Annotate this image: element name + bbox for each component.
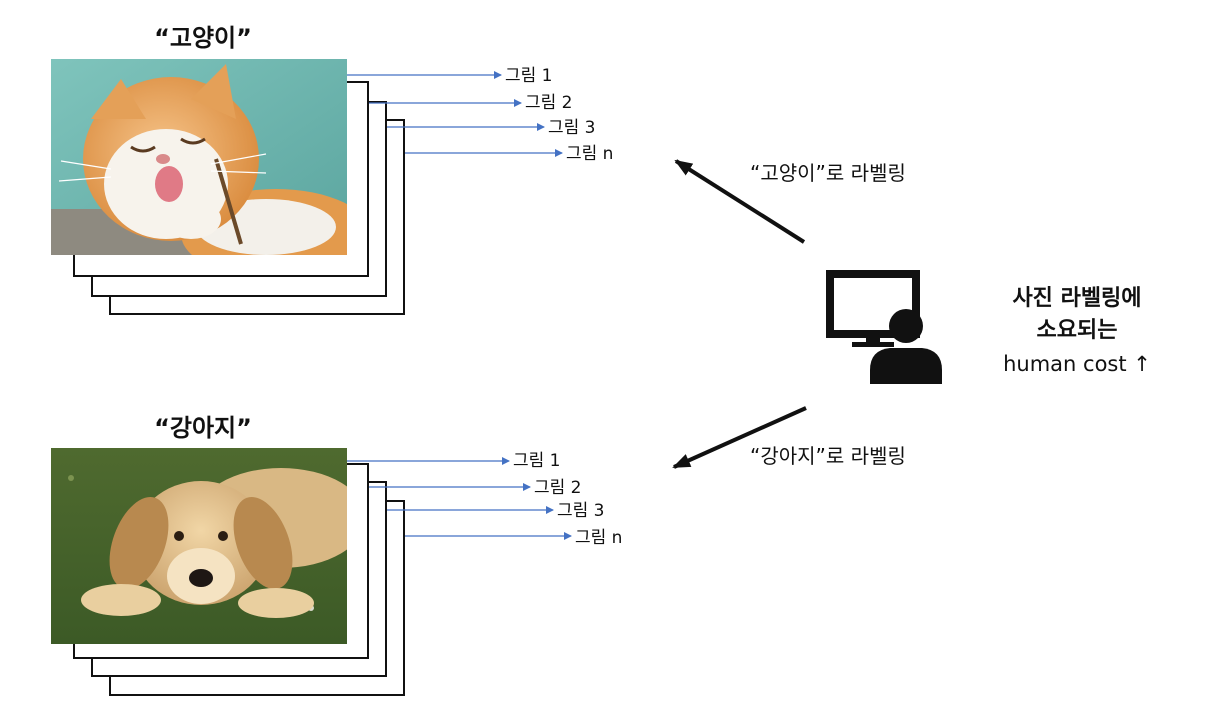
dog-image-label-3: 그림 3 bbox=[557, 501, 605, 521]
dog-photo bbox=[51, 448, 347, 644]
cat-image-label-2: 그림 2 bbox=[525, 93, 573, 113]
dog-image-label-1: 그림 1 bbox=[513, 451, 561, 471]
human-cost-line-2: 소요되는 bbox=[1036, 318, 1118, 343]
cat-image-label-1: 그림 1 bbox=[505, 66, 553, 86]
cat-labeling-arrow bbox=[674, 159, 806, 244]
human-cost-note: 사진 라벨링에 소요되는 human cost ↑ bbox=[1003, 283, 1151, 381]
dog-labeling-caption: “강아지”로 라벨링 bbox=[750, 444, 906, 468]
cat-image-label-n: 그림 n bbox=[566, 144, 614, 164]
cat-photo bbox=[51, 59, 347, 255]
person-at-computer-icon bbox=[826, 270, 942, 384]
dog-group-title: “강아지” bbox=[154, 414, 252, 442]
human-cost-line-3: human cost ↑ bbox=[1003, 352, 1151, 376]
dog-image-label-2: 그림 2 bbox=[534, 478, 582, 498]
cat-image-label-3: 그림 3 bbox=[548, 118, 596, 138]
human-cost-line-1: 사진 라벨링에 bbox=[1012, 286, 1142, 311]
cat-group-title: “고양이” bbox=[154, 24, 252, 52]
dog-image-label-n: 그림 n bbox=[575, 528, 623, 548]
cat-labeling-caption: “고양이”로 라벨링 bbox=[750, 161, 906, 185]
dog-labeling-arrow bbox=[672, 406, 807, 469]
